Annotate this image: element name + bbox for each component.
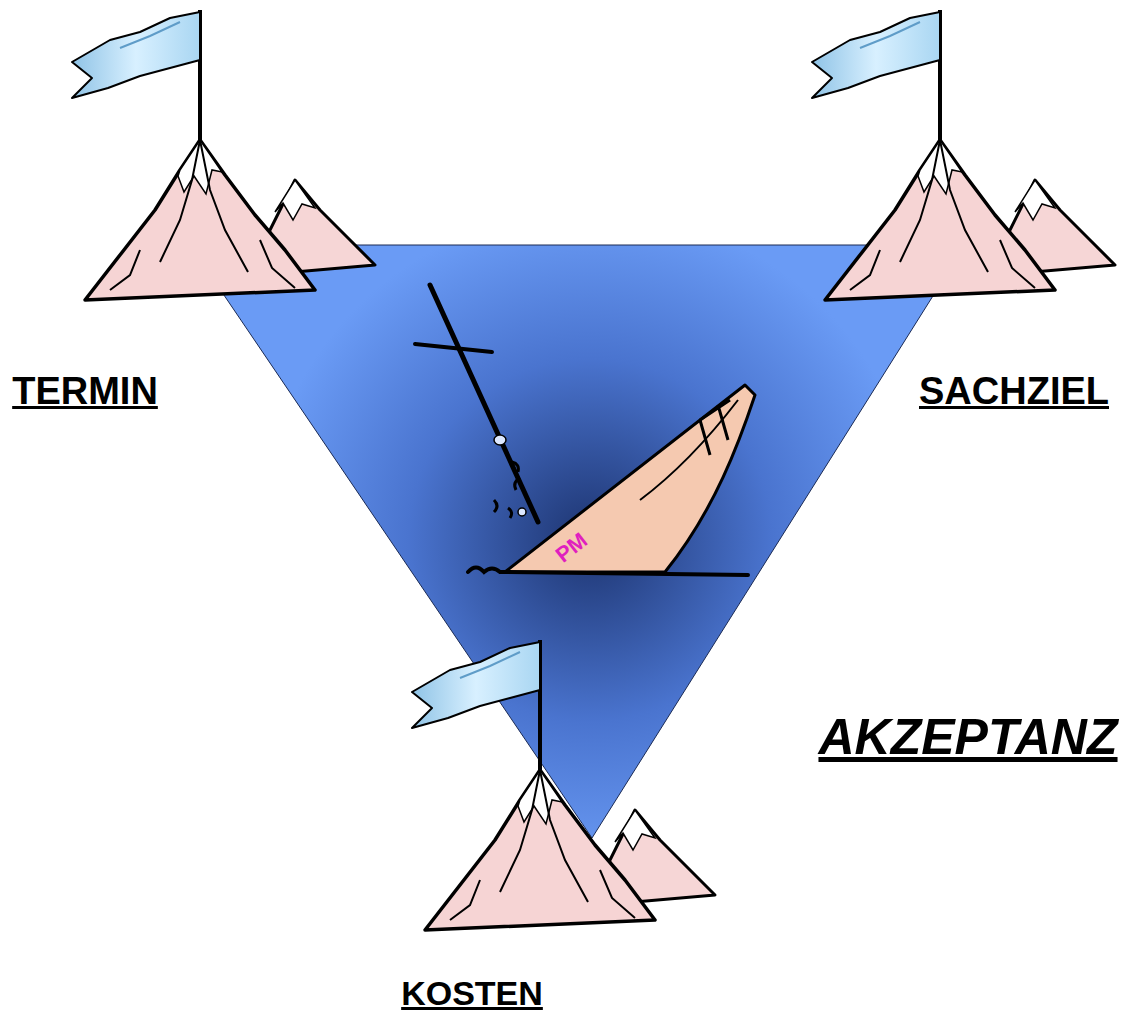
note-label: AKZEPTANZ xyxy=(818,709,1117,767)
mountain-flag xyxy=(812,10,1115,300)
corner-label: TERMIN xyxy=(12,370,158,414)
corner-label: KOSTEN xyxy=(401,974,543,1013)
mountain-flag xyxy=(72,10,375,300)
sinking-boat xyxy=(415,285,755,575)
boat-label: PM xyxy=(550,528,592,568)
mountain-flag xyxy=(412,640,715,930)
corner-label: SACHZIEL xyxy=(919,370,1109,414)
